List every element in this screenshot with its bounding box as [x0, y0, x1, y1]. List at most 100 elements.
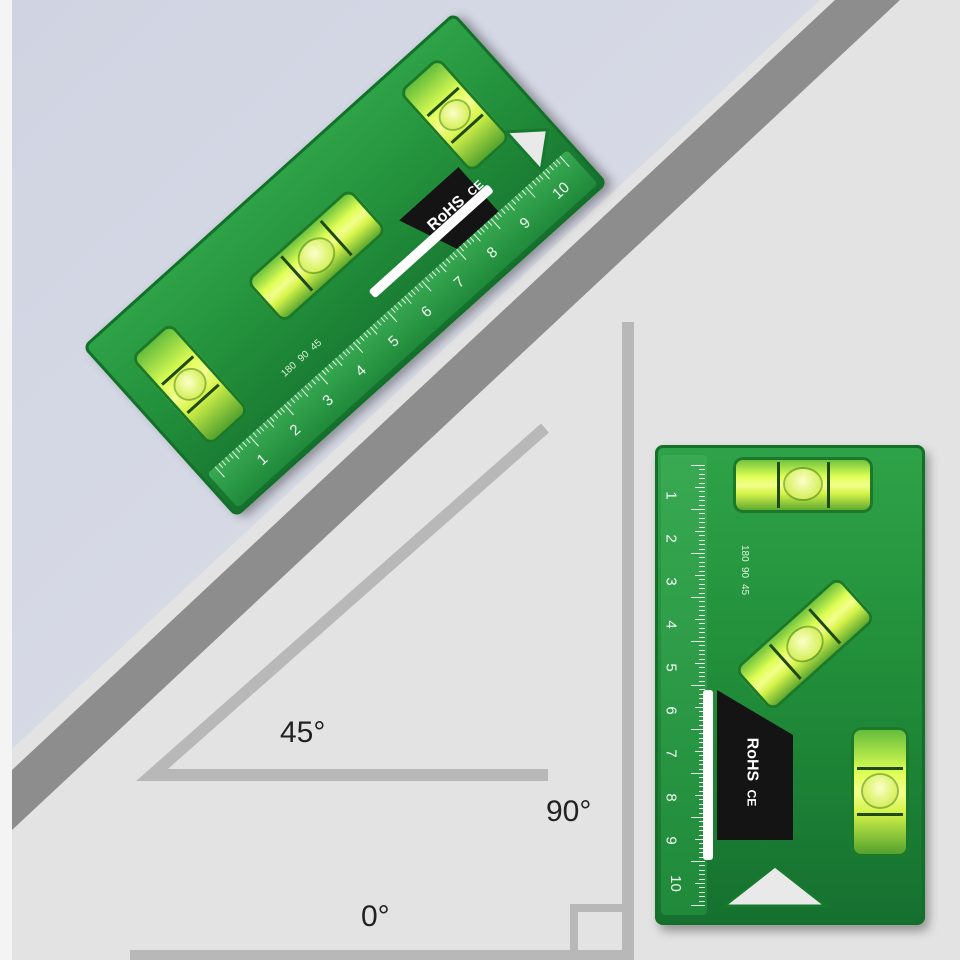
ruler-tick	[691, 817, 705, 818]
ruler-tick	[695, 751, 705, 752]
ruler-tick	[699, 812, 705, 814]
ruler-tick	[699, 583, 705, 585]
ruler-tick	[699, 786, 705, 788]
right-angle-marker	[570, 904, 622, 955]
ruler-number: 8	[483, 243, 502, 262]
ruler-tick	[699, 548, 705, 550]
ruler-tick	[469, 236, 475, 242]
ruler-tick	[221, 460, 227, 466]
ruler-tick	[290, 398, 296, 404]
ruler-number: 6	[417, 302, 436, 322]
ruler-tick	[535, 177, 541, 183]
ruler-tick	[352, 342, 363, 354]
ruler-tick	[325, 367, 330, 373]
ruler-tick	[528, 183, 534, 189]
ruler-tick	[500, 208, 506, 214]
ruler-tick	[421, 280, 432, 292]
ruler-tick	[699, 636, 705, 638]
ruler-tick	[691, 641, 705, 642]
ruler-tick	[373, 323, 379, 329]
triangle-cutout	[503, 128, 550, 174]
ruler-tick	[287, 401, 292, 407]
ruler-tick	[699, 605, 705, 607]
ruler-tick	[449, 255, 454, 261]
ruler-number: 8	[662, 792, 680, 802]
ruler-tick	[699, 702, 705, 704]
ruler-tick	[445, 258, 451, 264]
ruler-tick	[699, 847, 705, 849]
ruler-tick	[691, 509, 705, 510]
ruler-tick	[214, 466, 225, 478]
ruler-tick	[521, 190, 527, 196]
vial-bubble	[785, 469, 821, 499]
ruler-tick	[699, 539, 705, 541]
ruler-tick	[425, 277, 430, 283]
ruler-tick	[699, 588, 705, 590]
ruler-tick	[699, 746, 705, 748]
ruler-tick	[252, 432, 258, 438]
ruler-tick	[487, 221, 492, 227]
rohs-text: RoHS	[743, 737, 761, 782]
ruler-number: 1	[253, 450, 272, 469]
ruler-tick	[342, 351, 348, 357]
ruler-tick	[699, 711, 705, 713]
ruler-tick	[359, 335, 365, 342]
ruler-tick	[383, 314, 389, 320]
ruler-tick	[699, 517, 705, 519]
ruler-tick	[273, 413, 279, 419]
ruler-tick	[699, 561, 705, 563]
ruler-tick	[695, 839, 705, 840]
ruler-tick	[699, 755, 705, 757]
ruler-tick	[691, 773, 705, 774]
ruler-tick	[691, 553, 705, 554]
ruler-tick	[699, 896, 705, 898]
ruler-tick	[280, 407, 286, 413]
ruler-tick	[245, 438, 251, 444]
ruler-tick	[297, 391, 303, 398]
ruler-tick	[699, 667, 705, 669]
ruler-tick	[400, 298, 406, 304]
ruler-number: 3	[319, 391, 337, 410]
ruler-tick	[699, 742, 705, 744]
ruler-tick	[699, 693, 705, 695]
protractor-180: 180	[739, 545, 750, 562]
ruler-tick	[699, 522, 705, 524]
ruler-tick	[695, 619, 705, 620]
ruler-tick	[228, 453, 234, 460]
ruler-number: 7	[662, 749, 680, 759]
ruler-number: 6	[662, 706, 680, 715]
ruler-tick	[380, 317, 386, 323]
ruler-tick	[699, 610, 705, 612]
ruler-tick	[699, 570, 705, 572]
ruler-tick	[431, 270, 437, 276]
ruler-tick	[463, 242, 468, 248]
ruler-tick	[691, 685, 705, 686]
ruler-number: 9	[516, 214, 534, 233]
ruler-tick	[366, 329, 372, 335]
ruler-tick	[699, 566, 705, 568]
ruler-tick	[242, 441, 248, 447]
ruler-tick	[699, 654, 705, 656]
ruler-tick	[699, 627, 705, 629]
ruler-tick	[518, 193, 523, 199]
ruler-tick	[699, 504, 705, 506]
ruler-tick	[699, 834, 705, 836]
ruler-tick	[695, 883, 705, 884]
ruler-tick	[699, 764, 705, 766]
ruler-tick	[225, 457, 230, 463]
ruler-tick	[699, 676, 705, 678]
vial-bubble	[781, 620, 829, 668]
ruler-tick	[376, 320, 382, 326]
angle-0-label: 0°	[361, 900, 390, 933]
ruler-tick	[511, 199, 517, 205]
ruler-tick	[691, 905, 705, 906]
ruler-tick	[238, 444, 244, 450]
ruler-tick	[691, 597, 705, 598]
ruler-tick	[294, 394, 299, 401]
ruler-tick	[699, 478, 705, 480]
ruler-tick	[407, 292, 413, 298]
ruler-tick	[497, 211, 503, 217]
ruler-tick	[249, 435, 260, 447]
